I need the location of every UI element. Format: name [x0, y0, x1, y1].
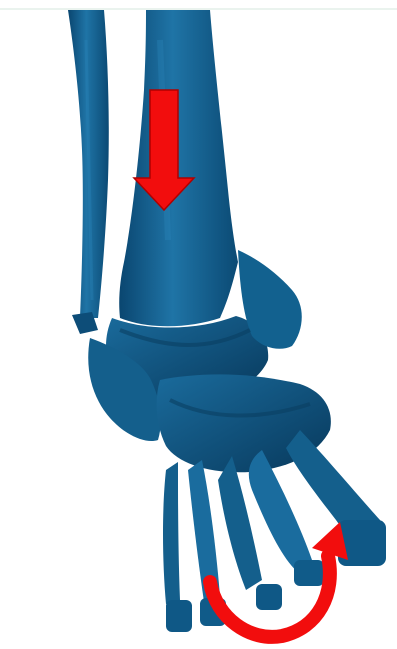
image-stage [0, 0, 397, 649]
rotation-arrow [0, 0, 397, 649]
